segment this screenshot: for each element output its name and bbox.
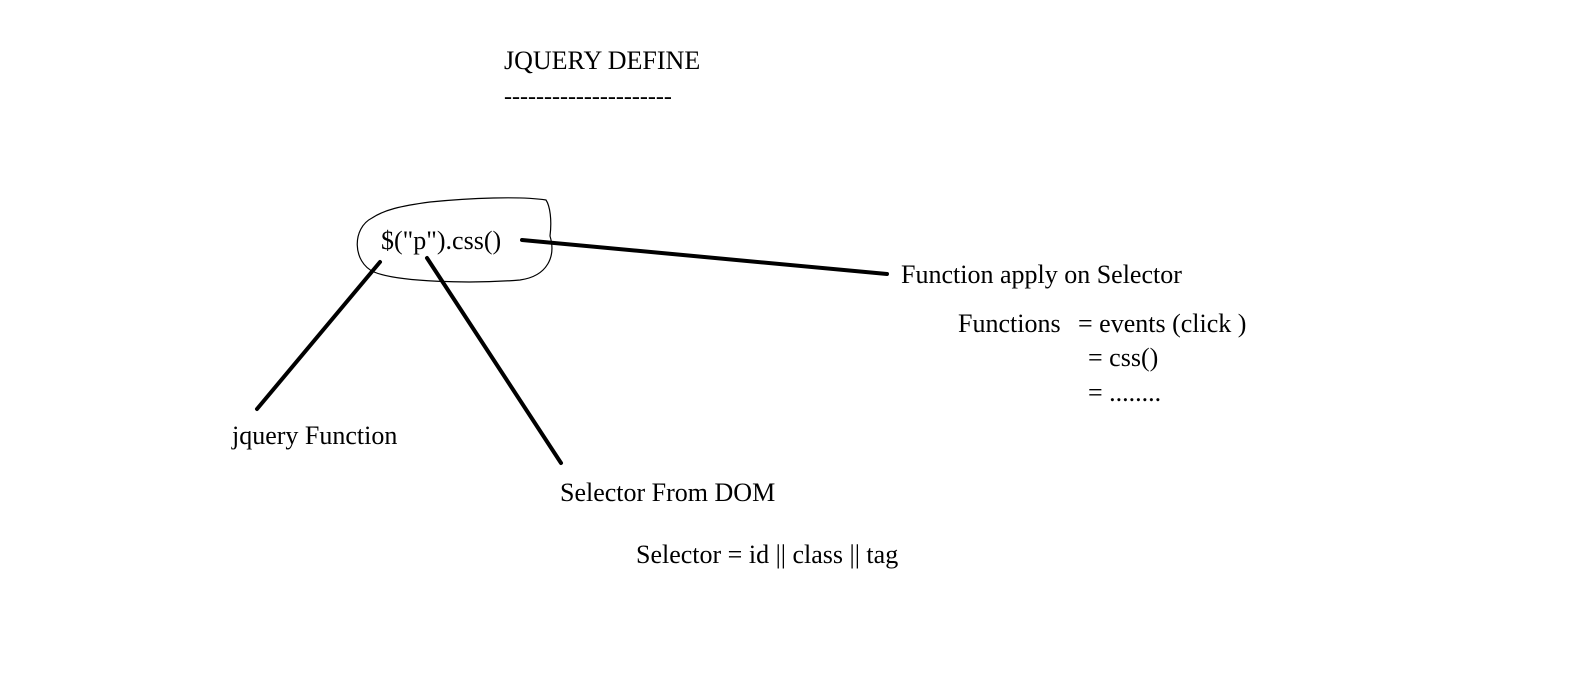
functions-list-item: = events (click ) bbox=[1078, 309, 1247, 338]
diagram-title: JQUERY DEFINE bbox=[504, 46, 701, 75]
selector-from-dom-label: Selector From DOM bbox=[560, 478, 776, 507]
functions-list-item: = css() bbox=[1088, 343, 1159, 372]
connector-selector-from-dom bbox=[425, 256, 563, 465]
function-apply-label: Function apply on Selector bbox=[901, 260, 1182, 289]
jquery-expression: $("p").css() bbox=[381, 226, 502, 255]
functions-list-item: = ........ bbox=[1088, 378, 1162, 407]
connector-jquery-function bbox=[255, 260, 382, 411]
functions-label: Functions bbox=[958, 309, 1061, 338]
jquery-function-label: jquery Function bbox=[232, 421, 398, 450]
selector-definition: Selector = id || class || tag bbox=[636, 540, 899, 569]
connector-function-apply bbox=[520, 238, 889, 276]
title-underline: --------------------- bbox=[504, 84, 672, 110]
